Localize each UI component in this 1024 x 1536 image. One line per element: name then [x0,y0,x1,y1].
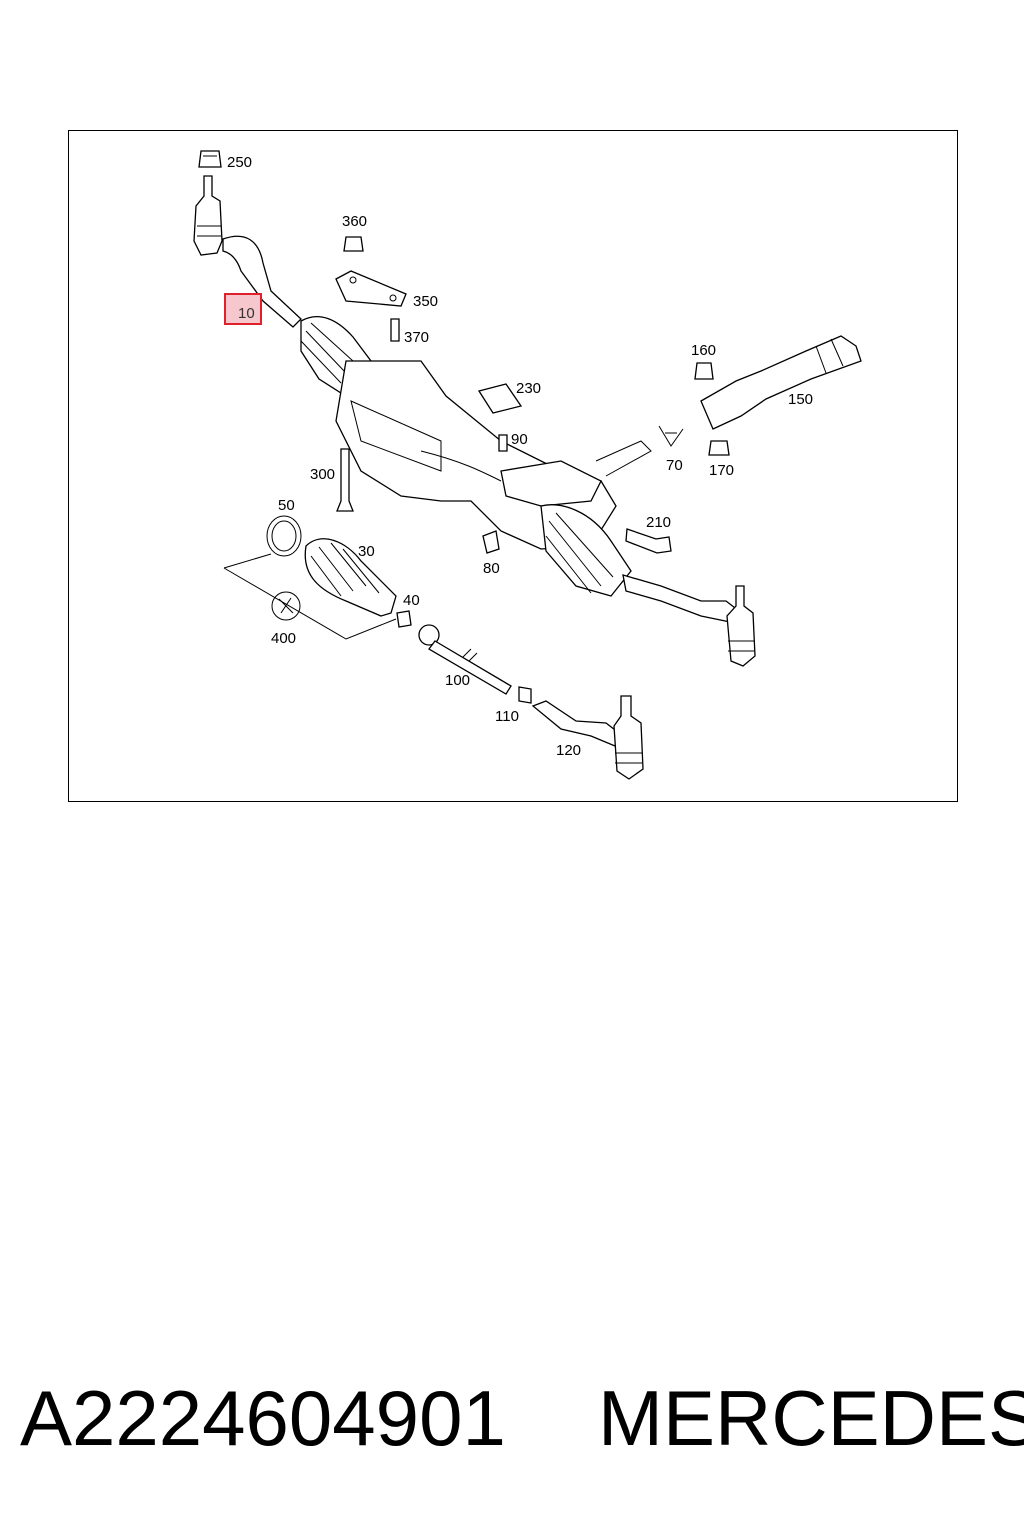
callout-150: 150 [788,391,813,408]
callout-250: 250 [227,154,252,171]
callout-400: 400 [271,630,296,647]
bolt-90 [498,434,508,452]
callout-170: 170 [709,462,734,479]
callout-80: 80 [483,560,500,577]
kit-bracket-400 [223,553,397,640]
callout-160: 160 [691,342,716,359]
bolt-210 [625,528,672,554]
nut-250 [198,150,222,168]
bolt-370 [390,318,400,342]
bracket-350 [335,270,407,307]
callout-360: 360 [342,213,367,230]
boot-30 [304,538,397,617]
clamp-40 [396,610,412,628]
callout-370: 370 [404,329,429,346]
callout-350: 350 [413,293,438,310]
left-tie-rod-end [193,175,302,328]
nut-170 [708,440,730,456]
tie-rod-end-120 [531,695,644,780]
callout-30: 30 [358,543,375,560]
callout-210: 210 [646,514,671,531]
steering-rack-body [300,316,740,624]
bolt-160 [694,362,714,380]
inner-tie-rod-100 [418,624,512,695]
parts-diagram-frame: 250 360 350 370 10 230 160 150 90 70 170… [68,130,958,802]
part-number-caption: A2224604901 [20,1374,506,1462]
callout-90: 90 [511,431,528,448]
callout-50: 50 [278,497,295,514]
callout-300: 300 [310,466,335,483]
clip-80 [482,530,500,554]
right-ball-joint [726,585,756,667]
callout-70: 70 [666,457,683,474]
steering-rack-diagram: 250 360 350 370 10 230 160 150 90 70 170… [193,150,862,780]
brand-caption: MERCEDES [598,1374,1024,1462]
label-plate-230 [477,383,523,414]
callout-40: 40 [403,592,420,609]
callout-100: 100 [445,672,470,689]
nut-360 [343,236,364,252]
intermediate-shaft-150 [700,335,862,430]
callout-110: 110 [495,708,519,725]
highlight-box-10 [224,293,262,325]
clip-70 [658,425,684,447]
clamp-50 [266,515,302,557]
callout-230: 230 [516,380,541,397]
callout-120: 120 [556,742,581,759]
nut-110 [518,686,532,704]
callout-10: 10 [238,305,255,322]
bolt-300 [336,448,354,512]
